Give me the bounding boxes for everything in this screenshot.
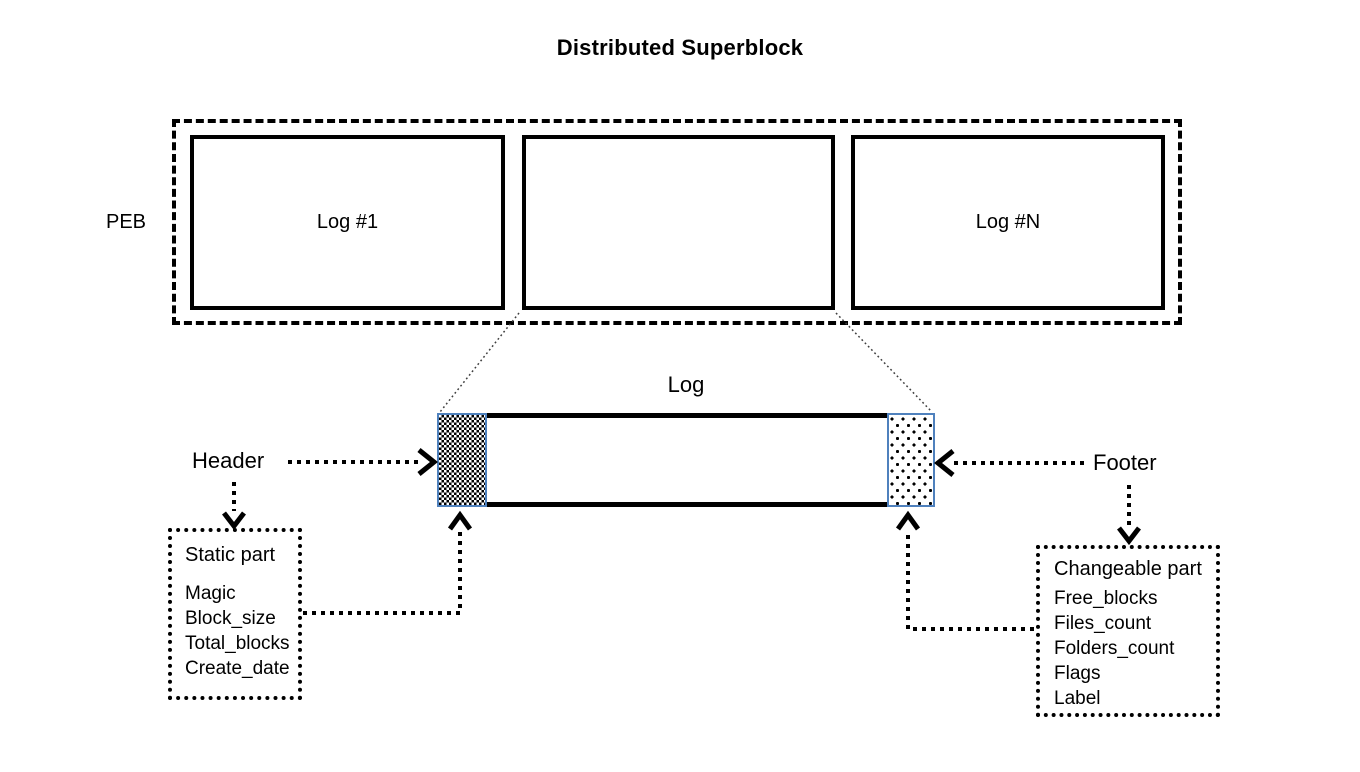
log-n-box: Log #N — [851, 135, 1165, 310]
peb-container — [172, 119, 1182, 325]
static-part-connector — [303, 532, 462, 615]
static-part-box: Static part Magic Block_size Total_block… — [168, 528, 302, 700]
field-label: Total_blocks — [185, 633, 290, 654]
log-footer-region — [887, 413, 935, 507]
footer-label: Footer — [1093, 450, 1157, 475]
field-label: Create_date — [185, 658, 290, 679]
header-arrowhead-icon — [417, 448, 439, 476]
log-1-box: Log #1 — [190, 135, 505, 310]
peb-label: PEB — [105, 211, 147, 233]
page-title: Distributed Superblock — [556, 35, 804, 60]
footer-arrowhead-icon — [933, 449, 955, 477]
log-middle-box — [522, 135, 835, 310]
changeable-part-box: Changeable part Free_blocks Files_count … — [1036, 545, 1220, 717]
changeable-part-list: Free_blocks Files_count Folders_count Fl… — [1054, 586, 1216, 711]
static-part-arrowhead-icon — [447, 510, 473, 531]
footer-down-arrowhead-icon — [1117, 526, 1141, 546]
header-down-arrowhead-icon — [222, 511, 246, 531]
field-label: Magic — [185, 583, 236, 604]
header-label: Header — [192, 448, 265, 473]
log-detail-rect — [437, 413, 935, 507]
changeable-part-heading: Changeable part — [1054, 558, 1202, 580]
log-header-region — [437, 413, 487, 507]
field-label: Flags — [1054, 663, 1101, 684]
field-label: Block_size — [185, 608, 276, 629]
log-n-label: Log #N — [975, 211, 1041, 233]
log-1-label: Log #1 — [316, 211, 379, 233]
field-label: Folders_count — [1054, 638, 1175, 659]
changeable-part-connector — [906, 532, 1034, 631]
field-label: Free_blocks — [1054, 588, 1158, 609]
changeable-part-arrowhead-icon — [895, 510, 921, 531]
static-part-list: Magic Block_size Total_blocks Create_dat… — [185, 581, 298, 681]
field-label: Label — [1054, 688, 1101, 709]
static-part-heading: Static part — [185, 544, 276, 566]
field-label: Files_count — [1054, 613, 1152, 634]
log-detail-title: Log — [667, 372, 705, 397]
